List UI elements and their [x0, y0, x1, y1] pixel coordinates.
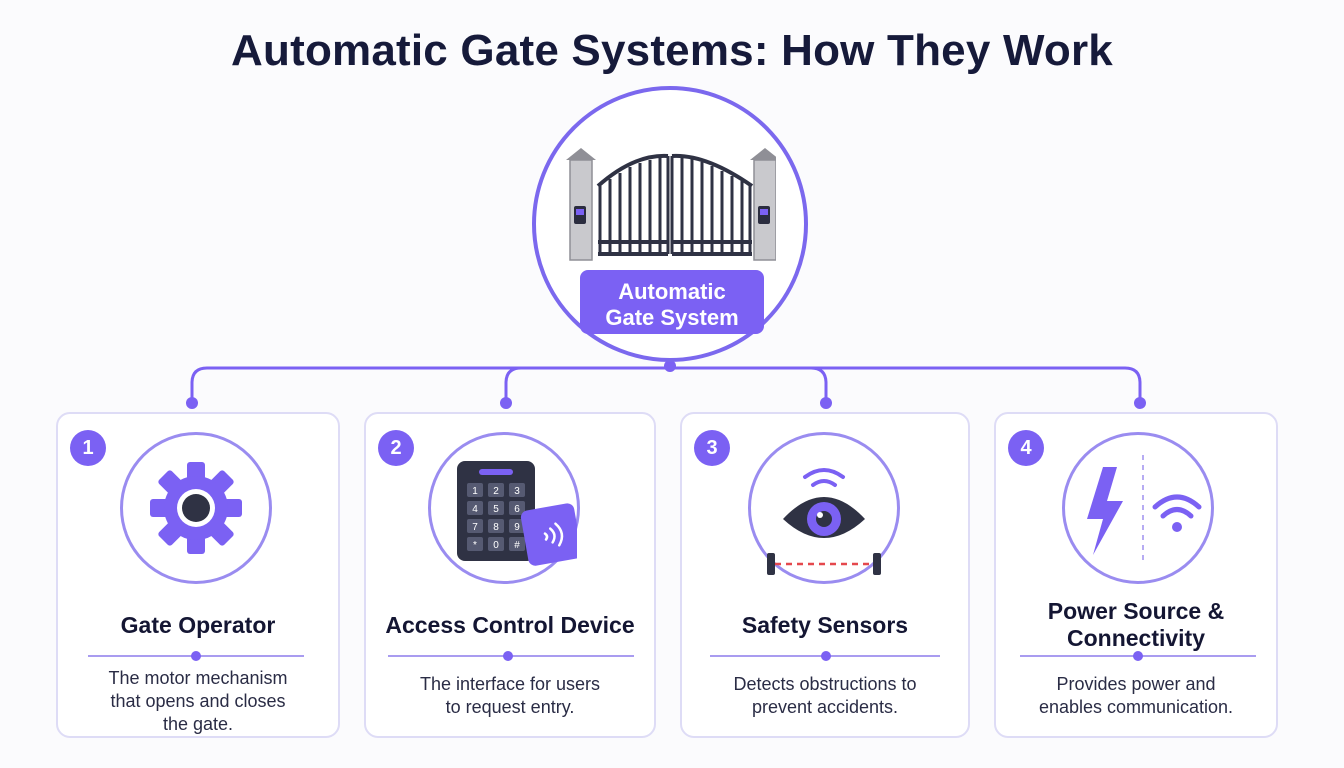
card-gate-operator: 1 Gate Operator The motor mechanism that…: [56, 412, 340, 738]
card-description: Provides power and enables communication…: [1038, 674, 1234, 717]
keypad-key: [509, 519, 525, 533]
keypad-key-label: 0: [493, 540, 499, 551]
keypad-key-label: 1: [472, 486, 478, 497]
gate-icon: [566, 148, 776, 261]
hub-label: Automatic Gate System: [580, 270, 764, 334]
keypad-key-label: *: [473, 540, 477, 551]
divider-dot: [503, 651, 513, 661]
keypad-key: [488, 501, 504, 515]
icon-circle: [748, 432, 900, 584]
eye-sensor-icon: [767, 468, 881, 575]
card-description: The interface for users to request entry…: [419, 674, 601, 717]
power-wifi-icon: [1087, 455, 1202, 565]
icon-circle: [120, 432, 272, 584]
keypad-key: [467, 519, 483, 533]
keypad-key-label: 6: [514, 504, 520, 515]
step-badge-4: 4: [1008, 430, 1044, 466]
keypad-key-label: 4: [472, 504, 478, 515]
keypad-key-label: 5: [493, 504, 499, 515]
card-description: Detects obstructions to prevent accident…: [733, 674, 917, 717]
card-title: Access Control Device: [385, 612, 635, 638]
keypad-key-label: 3: [514, 486, 520, 497]
keypad-key: [488, 483, 504, 497]
divider-dot: [191, 651, 201, 661]
keypad-key-label: 9: [514, 522, 520, 533]
card-access-control-device: 2 1 2 3 4 5 6 7 8 9 * 0 # Access Control Device The…: [364, 412, 656, 738]
keypad-key-label: 7: [472, 522, 478, 533]
card-description: The motor mechanism that opens and close…: [108, 668, 288, 734]
keypad-key: [488, 519, 504, 533]
card-title: Gate Operator: [120, 612, 276, 638]
icon-circle: [1062, 432, 1214, 584]
keypad-key: [488, 537, 504, 551]
divider-dot: [1133, 651, 1143, 661]
step-badge-2: 2: [378, 430, 414, 466]
page-title: Automatic Gate Systems: How They Work: [231, 26, 1113, 75]
keypad-key: [467, 483, 483, 497]
icon-circle: 1 2 3 4 5 6 7 8 9 * 0 #: [428, 432, 580, 584]
keypad-key: [509, 501, 525, 515]
card-title: Power Source & Connectivity: [1047, 598, 1225, 651]
keypad-key: [509, 537, 525, 551]
gear-icon: [150, 462, 242, 554]
keypad-key: [509, 483, 525, 497]
central-hub: Automatic Gate System: [532, 86, 808, 362]
keypad-key-label: 2: [493, 486, 499, 497]
divider-dot: [821, 651, 831, 661]
keypad-key: [467, 537, 483, 551]
keypad-key-label: #: [514, 540, 520, 551]
card-safety-sensors: 3 Safety Sensors Detects obstructions to…: [680, 412, 970, 738]
step-badge-3: 3: [694, 430, 730, 466]
keypad-key: [467, 501, 483, 515]
card-title: Safety Sensors: [741, 612, 909, 638]
keypad-key-label: 8: [493, 522, 499, 533]
keypad-icon: 1 2 3 4 5 6 7 8 9 * 0 #: [457, 461, 577, 566]
card-power-source-connectivity: 4 Power Source & Connectivity Provides p…: [994, 412, 1278, 738]
step-badge-1: 1: [70, 430, 106, 466]
